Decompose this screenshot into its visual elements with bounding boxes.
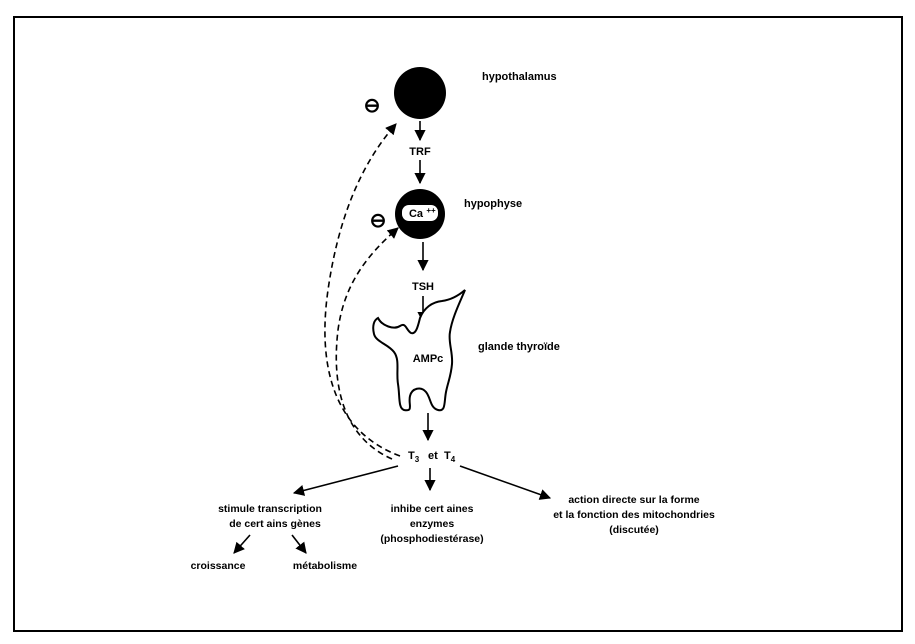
enzymes-line2: enzymes bbox=[410, 518, 455, 530]
arrow-transcription-metabolisme bbox=[291, 534, 307, 554]
mitochondria-line2: et la fonction des mitochondries bbox=[553, 509, 715, 521]
thyroid-gland-shape bbox=[372, 289, 466, 412]
feedback-arrow-hypophyse bbox=[335, 227, 399, 460]
thyroid-label: glande thyroïde bbox=[478, 341, 560, 353]
enzymes-line1: inhibe cert aines bbox=[391, 503, 474, 515]
calcium-label: Ca bbox=[409, 208, 424, 220]
calcium-box bbox=[402, 205, 438, 221]
ampc-label: AMPc bbox=[413, 353, 444, 365]
hypothalamus-node bbox=[394, 67, 446, 119]
diagram-frame bbox=[13, 16, 903, 632]
mitochondria-line3: (discutée) bbox=[609, 524, 659, 536]
inhibition-symbol-hypothalamus: ⊖ bbox=[364, 95, 381, 117]
trf-label: TRF bbox=[409, 146, 431, 158]
hypothalamus-label: hypothalamus bbox=[482, 71, 557, 83]
t3-label: T3 bbox=[408, 450, 420, 464]
inhibition-symbol-hypophyse: ⊖ bbox=[370, 210, 387, 232]
croissance-label: croissance bbox=[191, 560, 246, 572]
arrow-hormones-mitochondria bbox=[459, 465, 552, 500]
transcription-line1: stimule transcription bbox=[218, 503, 322, 515]
calcium-charge-label: ++ bbox=[426, 206, 436, 215]
t4-label: T4 bbox=[444, 450, 456, 464]
arrow-hormones-transcription bbox=[292, 465, 399, 496]
arrow-transcription-croissance bbox=[233, 534, 251, 554]
et-label: et bbox=[428, 450, 438, 462]
transcription-line2: de cert ains gènes bbox=[229, 518, 321, 530]
feedback-arrow-hypothalamus bbox=[324, 123, 401, 457]
hypophyse-label: hypophyse bbox=[464, 198, 522, 210]
enzymes-line3: (phosphodiestérase) bbox=[380, 533, 483, 545]
mitochondria-line1: action directe sur la forme bbox=[568, 494, 699, 506]
tsh-label: TSH bbox=[412, 281, 434, 293]
metabolisme-label: métabolisme bbox=[293, 560, 357, 572]
